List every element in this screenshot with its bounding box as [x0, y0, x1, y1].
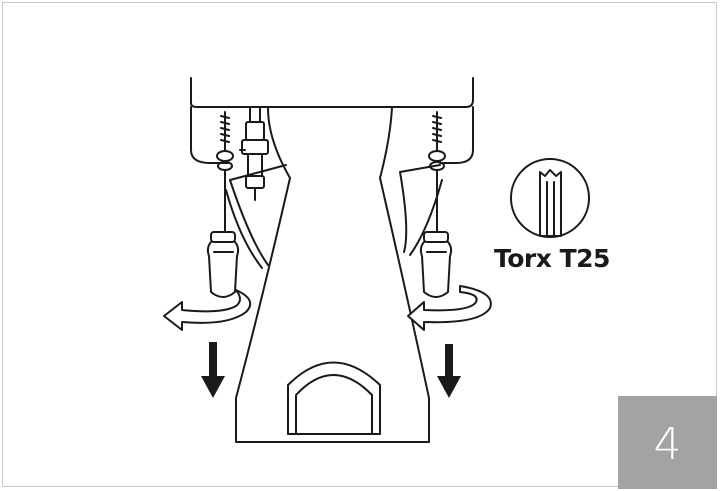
- pedestal: [225, 164, 443, 443]
- left-down-arrow-icon: [201, 342, 225, 398]
- right-down-arrow-icon: [437, 344, 461, 398]
- left-rotate-arrow-icon: [163, 289, 252, 331]
- step-number: 4: [653, 419, 682, 470]
- right-cover-cap: [419, 231, 453, 298]
- torx-size-label: Torx T25: [494, 244, 610, 273]
- right-rotate-arrow-icon: [407, 285, 492, 331]
- torx-bit-icon: [510, 158, 590, 238]
- water-valve: [239, 107, 269, 201]
- bowl-upper-body: [190, 77, 474, 179]
- left-cover-cap: [206, 231, 240, 298]
- step-number-badge: 4: [618, 396, 717, 489]
- left-mounting-screw: [216, 111, 234, 233]
- illustration-frame: [2, 2, 717, 487]
- right-mounting-screw: [428, 111, 446, 233]
